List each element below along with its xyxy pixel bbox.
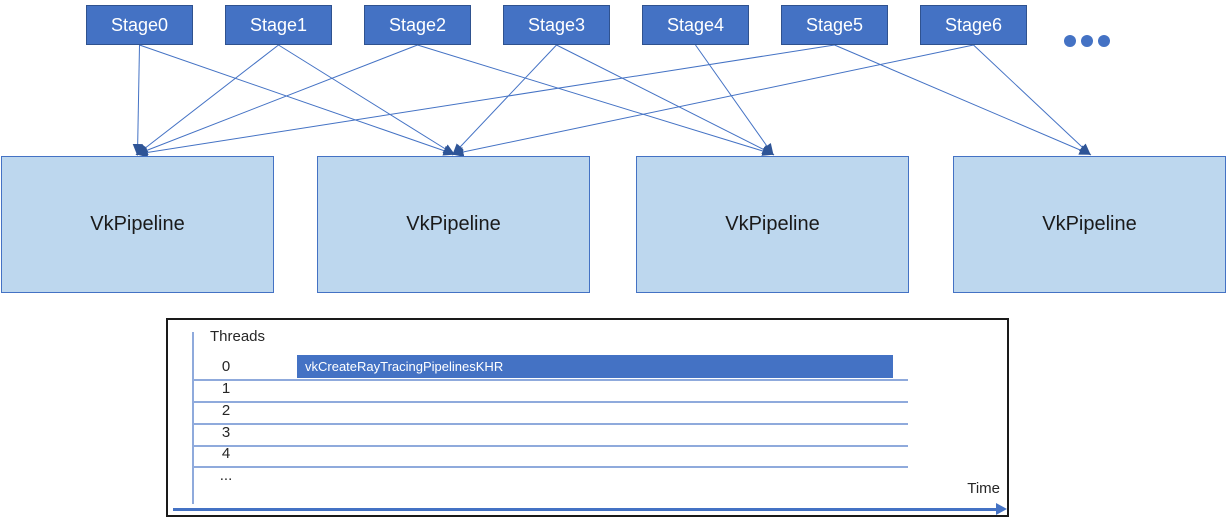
connector-stage4-pipeline2 — [695, 44, 774, 156]
threads-axis-line — [192, 332, 194, 504]
connector-stage6-pipeline1 — [451, 44, 974, 157]
thread-row-label-1: 1 — [221, 380, 231, 397]
pipeline-label: VkPipeline — [406, 213, 501, 235]
pipeline-box-2: VkPipeline — [636, 156, 909, 293]
connector-stage1-pipeline1 — [278, 44, 456, 156]
connector-stage2-pipeline0 — [135, 44, 418, 156]
stage-box-stage4: Stage4 — [642, 5, 749, 45]
stage-label: Stage1 — [249, 14, 308, 35]
stage-box-stage1: Stage1 — [225, 5, 332, 45]
ellipsis-dot — [1081, 35, 1093, 47]
ellipsis-dot — [1098, 35, 1110, 47]
thread-row-label-: ... — [219, 467, 233, 484]
connector-stage3-pipeline1 — [452, 44, 557, 156]
time-axis-title: Time — [967, 480, 1000, 497]
connector-stage6-pipeline3 — [973, 44, 1091, 156]
thread-timeline-chart: Threads 0 1 2 3 4... vkCreateRayTracingPipel… — [166, 318, 1009, 517]
connector-stage5-pipeline3 — [834, 44, 1092, 155]
thread-row-line — [192, 379, 908, 381]
pipeline-box-0: VkPipeline — [1, 156, 274, 293]
thread-row-line — [192, 445, 908, 447]
stage-box-stage2: Stage2 — [364, 5, 471, 45]
pipeline-box-1: VkPipeline — [317, 156, 590, 293]
stage-label: Stage6 — [944, 14, 1003, 35]
timeline-bar: vkCreateRayTracingPipelinesKHR — [297, 355, 893, 378]
stage-label: Stage0 — [110, 14, 169, 35]
thread-row-line — [192, 423, 908, 425]
threads-axis-title: Threads — [210, 328, 266, 345]
pipeline-label: VkPipeline — [1042, 213, 1137, 235]
timeline-bar-label: vkCreateRayTracingPipelinesKHR — [305, 359, 504, 374]
thread-row-line — [192, 401, 908, 403]
stage-box-stage3: Stage3 — [503, 5, 610, 45]
stage-box-stage6: Stage6 — [920, 5, 1027, 45]
connector-stage5-pipeline0 — [135, 44, 835, 158]
thread-row-line — [192, 466, 908, 468]
stage-box-stage0: Stage0 — [86, 5, 193, 45]
pipeline-label: VkPipeline — [725, 213, 820, 235]
thread-row-label-0: 0 — [221, 358, 231, 375]
thread-row-label-3: 3 — [221, 424, 231, 441]
thread-row-label-4: 4 — [221, 445, 231, 462]
connector-stage3-pipeline2 — [556, 44, 775, 155]
time-axis-arrow — [173, 503, 1007, 515]
pipeline-box-3: VkPipeline — [953, 156, 1226, 293]
stage-label: Stage4 — [666, 14, 725, 35]
pipeline-label: VkPipeline — [90, 213, 185, 235]
time-arrowhead-icon — [996, 503, 1007, 515]
connector-stage1-pipeline0 — [135, 44, 279, 156]
stage-label: Stage2 — [388, 14, 447, 35]
stage-label: Stage5 — [805, 14, 864, 35]
connector-stage0-pipeline1 — [139, 44, 456, 156]
stage-box-stage5: Stage5 — [781, 5, 888, 45]
ellipsis-dot — [1064, 35, 1076, 47]
stage-label: Stage3 — [527, 14, 586, 35]
connector-stage2-pipeline2 — [417, 44, 775, 156]
thread-row-label-2: 2 — [221, 402, 231, 419]
connector-stage0-pipeline0 — [132, 44, 143, 156]
